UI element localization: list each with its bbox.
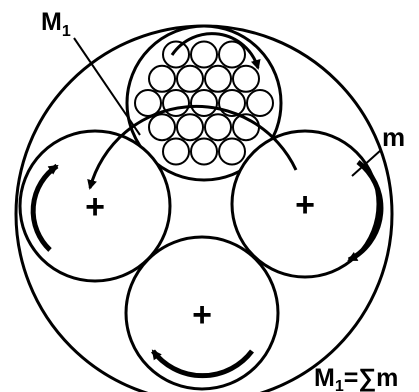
- wire-strand-18: [218, 137, 246, 166]
- bundle-wires: [134, 40, 274, 166]
- roller-right-rotation-arrow: [347, 160, 384, 263]
- wire-strand-4: [176, 64, 204, 93]
- bundle-rotation-arrow: [170, 32, 261, 70]
- wire-strand-13: [176, 113, 204, 142]
- roller-bottom: +: [124, 235, 280, 391]
- label-m-right: m: [382, 122, 405, 152]
- wire-strand-12: [148, 113, 176, 142]
- wire-bundle: [125, 24, 283, 182]
- roller-right: +: [230, 129, 384, 279]
- label-m1-top: M1: [41, 8, 71, 40]
- wire-strand-3: [148, 64, 176, 93]
- roller-left-rotation-arrow: [30, 163, 59, 252]
- wire-strand-8: [162, 89, 190, 117]
- wire-strand-14: [204, 113, 232, 142]
- wire-strand-17: [190, 137, 218, 166]
- wire-strand-16: [162, 137, 190, 166]
- m-leader-line: [351, 149, 382, 177]
- formula-label: M1=∑m: [314, 364, 398, 392]
- roller-bottom-plus: +: [192, 296, 212, 334]
- roller-bottom-circle: [124, 235, 280, 391]
- wire-strand-11: [246, 89, 274, 117]
- wire-strand-0: [162, 40, 190, 69]
- roller-bottom-rotation-arrow: [151, 349, 254, 379]
- wire-strand-5: [204, 64, 232, 93]
- roller-left-plus: +: [85, 188, 105, 226]
- roller-right-circle: [230, 129, 380, 279]
- wire-strand-6: [232, 64, 260, 93]
- m1-leader-line: [73, 37, 141, 136]
- roller-right-plus: +: [295, 186, 315, 224]
- wire-strand-2: [218, 40, 246, 69]
- transfer-arc-arrow: [87, 104, 298, 190]
- wire-strand-1: [190, 40, 218, 69]
- wire-strand-9: [190, 89, 218, 117]
- roller-left: +: [18, 129, 172, 283]
